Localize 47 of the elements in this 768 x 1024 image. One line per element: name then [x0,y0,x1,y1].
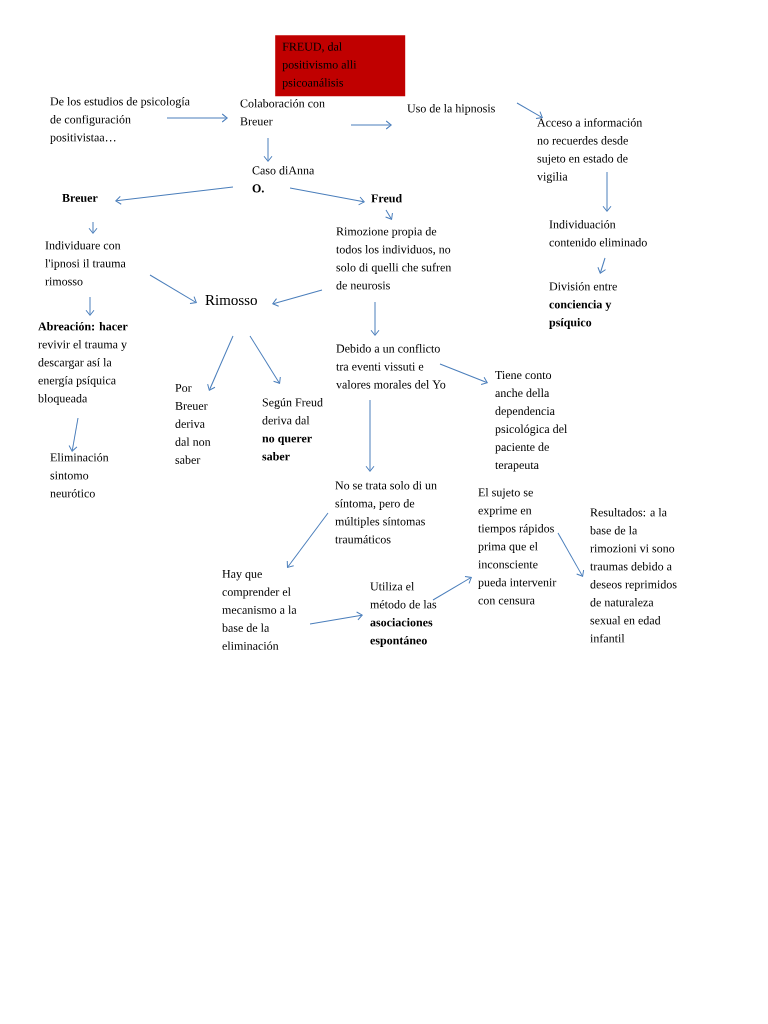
arrow [557,532,585,577]
arrow [207,335,234,391]
arrow [166,113,228,123]
arrow [249,335,281,384]
concept-text: Colaboración con Breuer [240,99,325,126]
concept-text: Abreación: hacer revivir el trauma y descargar así la energía psíquica bloqueada [38,322,128,405]
concept-text: Eliminación sintomo neurótico [50,453,109,498]
concept-text: Por Breuer deriva dal non saber [175,384,211,464]
arrow [602,171,612,212]
arrow [370,301,380,336]
arrow [115,186,234,205]
concept-text: El sujeto se exprime en tiempos rápidos prima que el inconsciente pueda intervenir con censura [478,488,557,605]
concept-text: División entre conciencia y psíquico [549,282,617,329]
arrow [263,137,273,162]
concept-text: Acceso a información no recuerdes desde sujeto en estado de vigilia [537,118,643,184]
concept-text: Caso diAnna O. [252,166,315,193]
arrow [439,363,488,386]
concept-text: Individuación contenido eliminado [549,220,647,247]
arrow [68,417,79,452]
concept-text: De los estudios de psicología de configuración positivistaa… [50,97,190,144]
concept-text: Rimosso [205,295,257,306]
arrow [286,512,329,568]
concept-text: Freud [371,194,402,203]
title-banner: FREUD, dal positivismo alli psicoanálisis [275,35,406,97]
concept-text: Uso de la hipnosis [407,104,495,115]
arrow [432,576,472,601]
arrow [85,296,95,316]
arrow [88,221,98,234]
arrow [597,257,607,274]
arrow [149,274,197,304]
arrow [272,289,323,307]
arrow [309,611,363,625]
concept-text: Resultados: a la base de la rimozioni vi sono traumas debido a deseos reprimidos de naturaleza sexual en edad infantil [590,508,677,643]
concept-text: No se trata solo di un síntoma, pero de múltiples síntomas traumáticos [335,481,437,544]
arrow [385,209,393,220]
concept-text: Tiene conto anche della dependencia psicológica del paciente de terapeuta [495,371,568,472]
concept-text: Utiliza el método de las asociaciones espontáneo [370,582,437,647]
concept-text: Hay que comprender el mecanismo a la base de la eliminación [222,570,297,650]
concept-text: Debido a un conflicto tra eventi vissuti e valores morales del Yo [336,344,446,389]
arrow [289,187,365,206]
concept-text: Rimozione propia de todos los individuos, no solo di quelli che sufren de neurosis [336,227,452,290]
arrow [350,120,392,130]
concept-text: Breuer [62,194,98,202]
concept-text: Individuare con l'ipnosi il trauma rimosso [45,241,126,286]
arrow [516,102,543,120]
concept-text: Según Freud deriva dal no querer saber [262,398,323,461]
arrow [365,399,375,472]
